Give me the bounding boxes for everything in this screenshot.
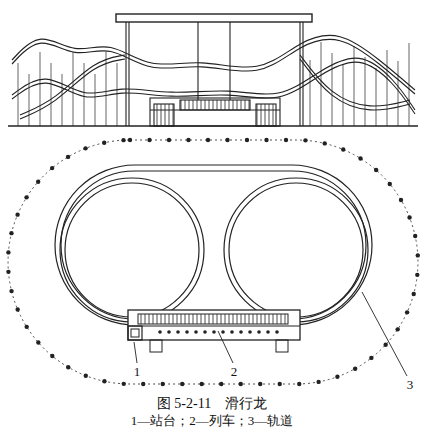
elevation-view bbox=[8, 14, 418, 126]
fence-dot bbox=[83, 146, 87, 150]
fence-dot bbox=[399, 198, 403, 202]
track-support bbox=[343, 64, 344, 126]
track-rail bbox=[12, 62, 415, 114]
fence-dot bbox=[66, 155, 70, 159]
callout-number: 3 bbox=[406, 378, 415, 392]
track-rail bbox=[20, 55, 125, 115]
track-rail bbox=[20, 59, 125, 119]
track-support bbox=[51, 63, 52, 126]
track-support bbox=[376, 68, 377, 126]
fence-dot bbox=[405, 310, 409, 314]
fence-dot bbox=[395, 327, 399, 331]
track-support bbox=[117, 63, 118, 126]
fence-dot bbox=[9, 289, 13, 293]
callout-number: 1 bbox=[133, 365, 142, 379]
track-support bbox=[18, 63, 19, 126]
fence-dots bbox=[6, 138, 420, 386]
seat-dot bbox=[185, 330, 189, 334]
track-support bbox=[310, 60, 311, 126]
track-support bbox=[40, 52, 41, 126]
fence-dot bbox=[24, 195, 28, 199]
seat-dot bbox=[158, 330, 162, 334]
track-support bbox=[106, 52, 107, 126]
track-support bbox=[354, 46, 355, 126]
track-support bbox=[409, 43, 410, 126]
fence-dot bbox=[412, 292, 416, 296]
wave-track bbox=[12, 35, 415, 126]
seat-dot bbox=[248, 330, 252, 334]
track-support bbox=[29, 74, 30, 126]
legend-note: 1—站台；2—列车；3—轨道 bbox=[130, 414, 295, 428]
track-support bbox=[365, 57, 366, 126]
track-support bbox=[321, 42, 322, 126]
seat-dot bbox=[194, 330, 198, 334]
callout-number: 2 bbox=[230, 365, 239, 379]
seat-dot bbox=[176, 330, 180, 334]
track-rail bbox=[300, 59, 410, 110]
seat-dot bbox=[257, 330, 261, 334]
track-support bbox=[398, 61, 399, 126]
track-support bbox=[73, 52, 74, 126]
fence-dot bbox=[341, 147, 345, 151]
fence-dot bbox=[24, 325, 28, 329]
seat-dot bbox=[239, 330, 243, 334]
track-support bbox=[332, 53, 333, 126]
track-support bbox=[84, 63, 85, 126]
seat-dot bbox=[212, 330, 216, 334]
track-support bbox=[95, 74, 96, 126]
seat-dot bbox=[230, 330, 234, 334]
seat-dot bbox=[221, 330, 225, 334]
plan-view bbox=[6, 138, 420, 386]
figure-caption: 图 5-2-11 滑行龙 bbox=[156, 396, 268, 411]
track-support bbox=[387, 50, 388, 126]
seat-dot bbox=[167, 330, 171, 334]
fence-dot bbox=[358, 156, 362, 160]
fence-dot bbox=[15, 307, 19, 311]
seat-dot bbox=[203, 330, 207, 334]
track-support bbox=[62, 74, 63, 126]
fence-dot bbox=[353, 367, 357, 371]
track-rail bbox=[12, 58, 415, 110]
seat-dot bbox=[266, 330, 270, 334]
fence-dot bbox=[66, 365, 70, 369]
seat-dot bbox=[275, 330, 279, 334]
fence-line bbox=[8, 140, 418, 384]
